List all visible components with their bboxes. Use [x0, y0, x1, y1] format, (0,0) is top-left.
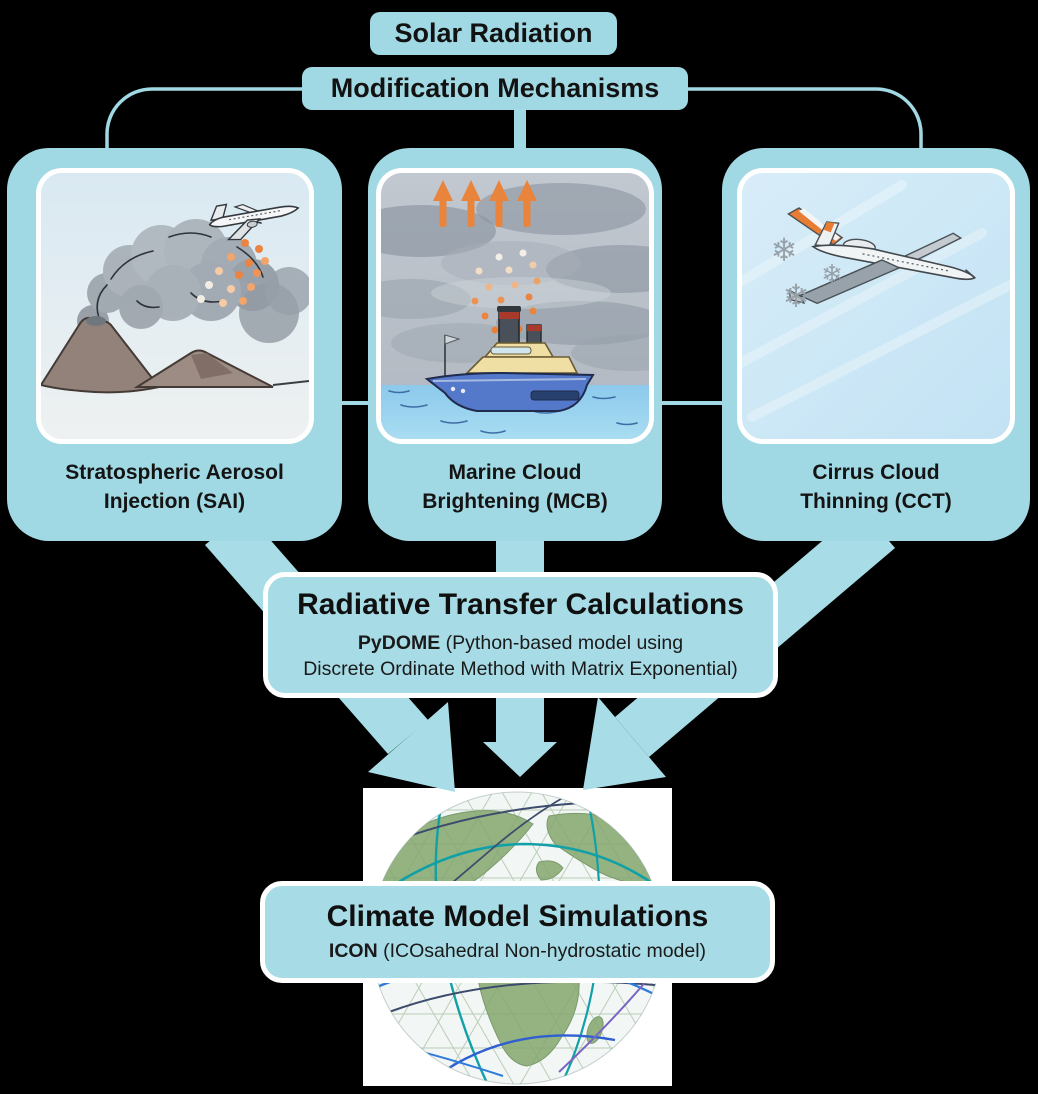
volcano-icon [40, 316, 309, 394]
page-title: Solar Radiation [394, 18, 593, 48]
climate-model-box: Climate Model Simulations ICON (ICOsahed… [260, 881, 775, 983]
aircraft-icon [208, 203, 300, 241]
pydome-model-name: PyDOME [357, 632, 441, 654]
mcb-label-line2: Brightening (MCB) [422, 490, 608, 513]
snowflake-icon: ❄ [821, 259, 843, 289]
cct-label-line1: Cirrus Cloud [812, 461, 940, 484]
climate-model-subtitle: ICON (ICOsahedral Non-hydrostatic model) [329, 938, 706, 964]
sai-label: Stratospheric Aerosol Injection (SAI) [65, 458, 284, 516]
sky-streaks [742, 180, 1010, 422]
aerosol-dots [196, 239, 269, 307]
panel-sai: Stratospheric Aerosol Injection (SAI) [7, 148, 342, 541]
updraft-arrow [489, 180, 509, 227]
snowflake-icon: ❄ [783, 278, 810, 314]
page-subtitle: Modification Mechanisms [330, 73, 660, 103]
cct-sky [742, 173, 1010, 439]
icon-model-name: ICON [328, 940, 378, 962]
cct-label-line2: Thinning (CCT) [800, 490, 952, 513]
updraft-arrow [461, 180, 481, 227]
modification-mechanisms-title-box: Modification Mechanisms [302, 67, 688, 110]
bracket-connector-right [686, 87, 923, 150]
sai-image-frame [35, 168, 314, 444]
snowflake-icon: ❄ [771, 232, 798, 268]
solar-radiation-title-box: Solar Radiation [370, 12, 617, 55]
radiative-transfer-subtitle-line2: Discrete Ordinate Method with Matrix Exp… [303, 656, 738, 682]
sai-illustration [40, 173, 309, 439]
radiative-transfer-box: Radiative Transfer Calculations PyDOME (… [263, 572, 778, 698]
updraft-arrow [517, 180, 537, 227]
climate-model-title: Climate Model Simulations [326, 900, 709, 933]
bracket-connector-left [105, 87, 304, 150]
mcb-label: Marine Cloud Brightening (MCB) [422, 458, 607, 516]
ship-illustration [424, 306, 595, 412]
radiative-transfer-title: Radiative Transfer Calculations [297, 588, 744, 621]
updraft-arrow [433, 180, 453, 227]
sai-label-line2: Injection (SAI) [103, 490, 246, 513]
snowflakes: ❄ ❄ ❄ [771, 232, 843, 314]
pydome-desc-line2: Discrete Ordinate Method with Matrix Exp… [303, 658, 738, 680]
pydome-desc-line1: (Python-based model using [440, 632, 684, 654]
mcb-illustration [381, 173, 649, 439]
cct-image-frame: ❄ ❄ ❄ [737, 168, 1015, 444]
cct-label: Cirrus Cloud Thinning (CCT) [800, 458, 952, 516]
panel-mcb: Marine Cloud Brightening (MCB) [368, 148, 662, 541]
title-connector-stub [514, 106, 526, 152]
radiative-transfer-subtitle-line1: PyDOME (Python-based model using [303, 630, 738, 656]
updraft-arrows [433, 180, 537, 227]
radiative-transfer-subtitle: PyDOME (Python-based model using Discret… [303, 630, 738, 682]
mcb-image-frame [376, 168, 654, 444]
jet-illustration [787, 207, 977, 305]
sai-label-line1: Stratospheric Aerosol [65, 461, 284, 484]
mcb-label-line1: Marine Cloud [448, 461, 582, 484]
cct-illustration: ❄ ❄ ❄ [742, 173, 1010, 439]
panel-cct: ❄ ❄ ❄ Cirrus Cloud Thinning (CCT) [722, 148, 1030, 541]
icon-model-desc: (ICOsahedral Non-hydrostatic model) [377, 940, 707, 962]
